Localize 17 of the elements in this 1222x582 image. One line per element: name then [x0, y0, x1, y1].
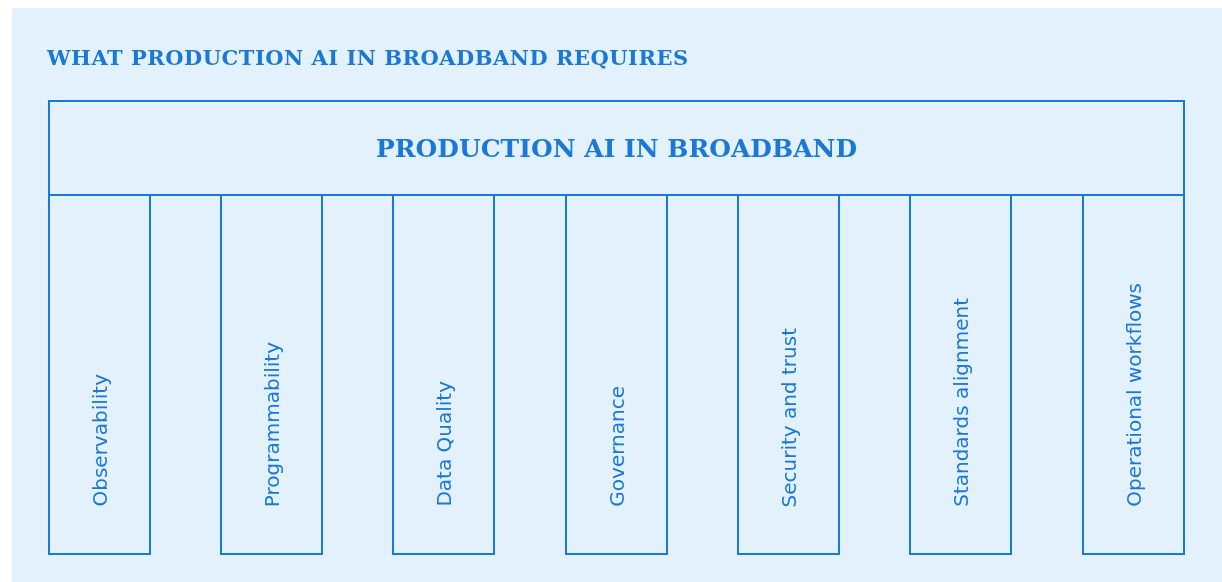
pillar-box: [737, 194, 840, 555]
pillar-box: [1082, 194, 1185, 555]
pillar-label: Standards alignment: [948, 298, 973, 507]
header-box: [48, 100, 1185, 196]
pillar-box: [220, 194, 323, 555]
pillar-label: Programmability: [259, 341, 284, 507]
pillar-label: Operational workflows: [1121, 283, 1146, 507]
pillar-label: Data Quality: [431, 381, 456, 507]
diagram-title: WHAT PRODUCTION AI IN BROADBAND REQUIRES: [47, 45, 689, 70]
pillar-label: Observability: [87, 374, 112, 507]
pillar-box: [48, 194, 151, 555]
pillar-box: [565, 194, 668, 555]
pillar-box: [392, 194, 495, 555]
header-text: PRODUCTION AI IN BROADBAND: [375, 133, 858, 163]
pillar-box: [909, 194, 1012, 555]
pillar-label: Governance: [604, 386, 629, 507]
pillar-label: Security and trust: [776, 327, 801, 507]
